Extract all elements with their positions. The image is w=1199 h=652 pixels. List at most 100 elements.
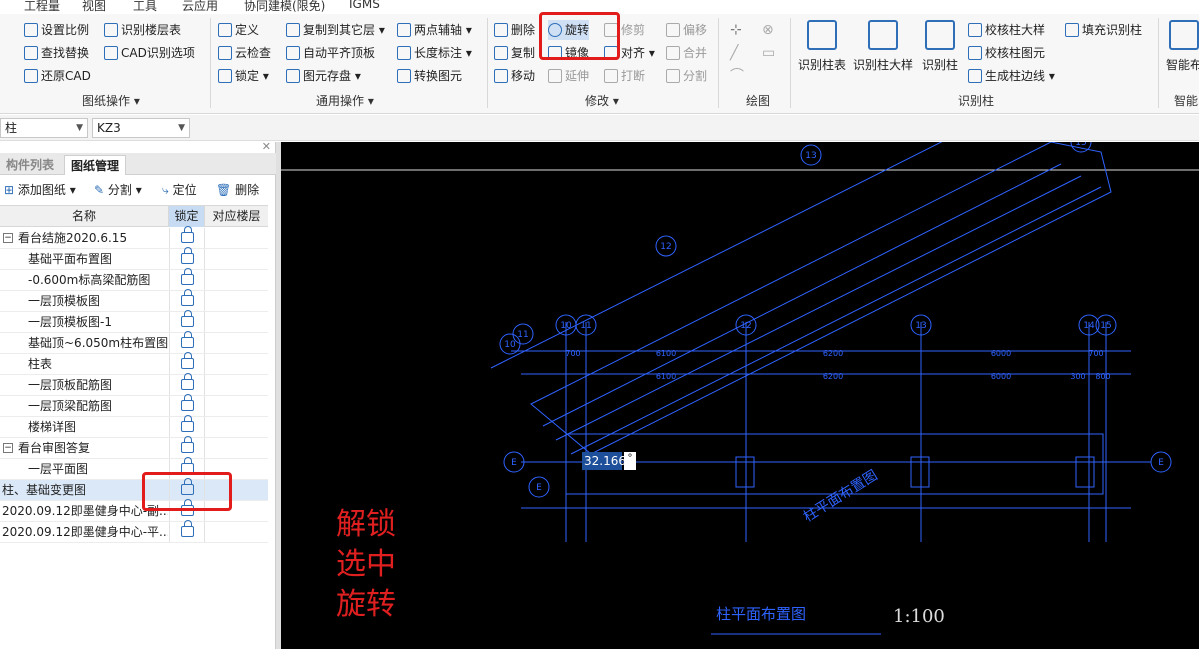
check-column-detail-button[interactable]: 校核柱大样 [968, 20, 1045, 40]
lock-cell[interactable] [169, 520, 205, 542]
tree-row[interactable]: 柱表 [0, 352, 268, 375]
collapse-icon[interactable]: − [3, 443, 13, 453]
lock-icon [181, 373, 194, 390]
lock-cell[interactable] [169, 415, 205, 437]
highlight-unlock [142, 472, 232, 511]
menu-view[interactable]: 视图 [82, 0, 107, 13]
break-button[interactable]: 打断 [604, 66, 645, 86]
column-lock[interactable]: 锁定 [169, 206, 205, 227]
collapse-icon[interactable]: − [3, 233, 13, 243]
column-floor[interactable]: 对应楼层 [212, 209, 261, 223]
axis-bubble [1078, 314, 1100, 336]
split-button[interactable]: 分割 [666, 66, 707, 86]
point-tool[interactable]: ⊹ [730, 20, 742, 40]
lock-cell[interactable] [169, 289, 205, 311]
identify-floor-table-button[interactable]: 识别楼层表 [104, 20, 181, 40]
menu-quantity[interactable]: 工程量 [24, 0, 61, 13]
axis-bubble [1150, 451, 1172, 473]
ribbon-separator [718, 18, 719, 108]
ribbon-separator [790, 18, 791, 108]
add-drawing-button[interactable]: ⊞ 添加图纸 ▾ [4, 183, 76, 197]
menu-cloud[interactable]: 云应用 [182, 0, 219, 13]
lock-cell[interactable] [169, 478, 205, 500]
cad-options-button[interactable]: CAD识别选项 [104, 43, 195, 63]
axis-bubble [528, 476, 550, 498]
copy-button[interactable]: 复制 [494, 43, 535, 63]
smart-layout-button[interactable]: 智能布 [1164, 20, 1199, 73]
find-replace-button[interactable]: 查找替换 [24, 43, 89, 63]
tree-row[interactable]: 一层顶板配筋图 [0, 373, 268, 396]
merge-button[interactable]: 合并 [666, 43, 707, 63]
tree-row[interactable]: 基础平面布置图 [0, 247, 268, 270]
move-button[interactable]: 移动 [494, 66, 535, 86]
element-name-select[interactable]: KZ3▼ [92, 118, 190, 138]
define-button[interactable]: 定义 [218, 20, 259, 40]
menu-tools[interactable]: 工具 [133, 0, 158, 13]
lock-cell[interactable] [169, 373, 205, 395]
tree-row[interactable]: 2020.09.12即墨健身中心-平... [0, 520, 268, 543]
circle-tool[interactable]: ⊗ [762, 20, 774, 40]
delete-drawing-button[interactable]: 🗑 删除 [216, 183, 260, 197]
save-element-button[interactable]: 图元存盘 ▾ [286, 66, 361, 86]
lock-cell[interactable] [169, 394, 205, 416]
set-scale-button[interactable]: 设置比例 [24, 20, 89, 40]
arc-tool[interactable]: ⌒ [730, 66, 744, 86]
cloud-check-button[interactable]: 云检查 [218, 43, 271, 63]
tree-row-group[interactable]: −看台审图答复 [0, 436, 268, 459]
lock-cell[interactable] [169, 352, 205, 374]
copy-to-floor-button[interactable]: 复制到其它层 ▾ [286, 20, 385, 40]
delete-icon [494, 23, 508, 37]
rotate-button[interactable]: 旋转 [548, 20, 590, 40]
element-type-select[interactable]: 柱▼ [0, 118, 88, 138]
identify-column-button[interactable]: 识别柱 [918, 20, 962, 73]
rotation-angle-input[interactable]: 32.166 [582, 452, 626, 470]
lock-cell[interactable] [169, 247, 205, 269]
identify-column-table-button[interactable]: 识别柱表 [797, 20, 847, 73]
lock-cell[interactable] [169, 436, 205, 458]
delete-button[interactable]: 删除 [494, 20, 535, 40]
extend-button[interactable]: 延伸 [548, 66, 589, 86]
auto-align-slab-button[interactable]: 自动平齐顶板 [286, 43, 375, 63]
tree-row-selected[interactable]: 柱、基础变更图 [0, 478, 268, 501]
menu-collab[interactable]: 协同建模(限免) [244, 0, 326, 13]
cad-canvas[interactable]: E E E 12 10 11 11 12 13 13 14 15 10 15 7… [281, 91, 1199, 649]
tree-row[interactable]: -0.600m标高梁配筋图 [0, 268, 268, 291]
split-drawing-button[interactable]: ✎ 分割 ▾ [94, 183, 142, 197]
tab-drawing-management[interactable]: 图纸管理 [64, 155, 127, 175]
check-column-element-button[interactable]: 校核柱图元 [968, 43, 1045, 63]
menu-igms[interactable]: IGMS [349, 0, 380, 11]
lock-cell[interactable] [169, 331, 205, 353]
lock-button[interactable]: 锁定 ▾ [218, 66, 269, 86]
lock-cell[interactable] [169, 268, 205, 290]
lock-cell[interactable] [169, 226, 205, 248]
locate-button[interactable]: ⤷ 定位 [162, 183, 197, 197]
column-name[interactable]: 名称 [0, 206, 169, 227]
tree-row[interactable]: 一层顶模板图-1 [0, 310, 268, 333]
tree-row[interactable]: 一层顶模板图 [0, 289, 268, 312]
tree-row[interactable]: 2020.09.12即墨健身中心-副... [0, 499, 268, 522]
offset-button[interactable]: 偏移 [666, 20, 707, 40]
panel-splitter[interactable] [276, 142, 281, 649]
line-tool[interactable]: ╱ [730, 43, 738, 63]
group-modify[interactable]: 修改 ▾ [585, 94, 619, 108]
close-panel-icon[interactable]: ✕ [261, 140, 271, 153]
tree-header: 名称 锁定 对应楼层 [0, 205, 268, 227]
length-dim-button[interactable]: 长度标注 ▾ [397, 43, 472, 63]
tree-row-group[interactable]: −看台结施2020.6.15 [0, 226, 268, 249]
lock-icon [181, 352, 194, 369]
rect-tool[interactable]: ▭ [762, 43, 775, 63]
two-point-axis-button[interactable]: 两点辅轴 ▾ [397, 20, 472, 40]
restore-cad-button[interactable]: 还原CAD [24, 66, 91, 86]
generate-column-edge-button[interactable]: 生成柱边线 ▾ [968, 66, 1055, 86]
tree-row[interactable]: 一层顶梁配筋图 [0, 394, 268, 417]
group-common-ops[interactable]: 通用操作 ▾ [316, 94, 374, 108]
identify-column-detail-button[interactable]: 识别柱大样 [852, 20, 914, 73]
lock-cell[interactable] [169, 310, 205, 332]
group-drawing-ops[interactable]: 图纸操作 ▾ [82, 94, 140, 108]
tree-row[interactable]: 楼梯详图 [0, 415, 268, 438]
tab-component-list[interactable]: 构件列表 [6, 158, 55, 172]
fill-identify-column-button[interactable]: 填充识别柱 [1065, 20, 1142, 40]
axis-label: 12 [740, 321, 751, 331]
tree-row[interactable]: 基础顶~6.050m柱布置图 [0, 331, 268, 354]
convert-element-button[interactable]: 转换图元 [397, 66, 462, 86]
